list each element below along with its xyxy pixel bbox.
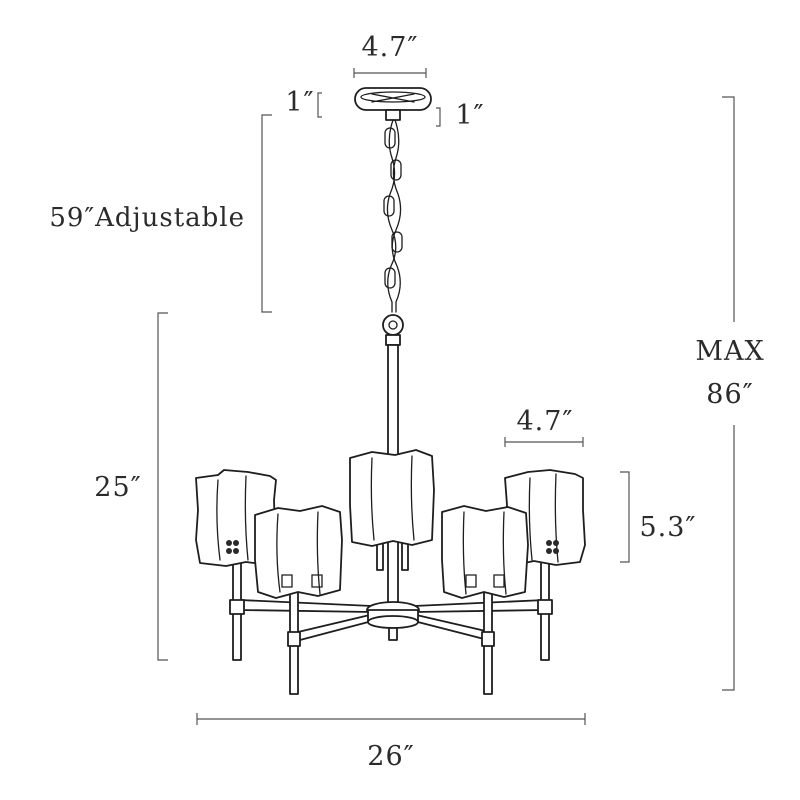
shade-center [349,449,435,547]
overall-width-dimension [196,713,586,725]
canopy-height-left-bracket [317,92,322,118]
canopy-width-label: 4.7″ [361,32,418,63]
shade-width-dimension [504,437,584,447]
ceiling-canopy [354,87,432,121]
shade-height-label: 5.3″ [639,512,696,543]
overall-width-label: 26″ [367,741,414,772]
canopy-width-dimension [353,68,427,78]
candle-rods [229,529,553,695]
shade-width-label: 4.7″ [516,406,573,437]
body-height-label: 25″ [94,472,141,503]
shade-height-bracket [620,471,630,563]
max-height-label-line2: 86″ [706,379,753,410]
chain-length-label: 59″Adjustable [49,203,245,233]
suspension-chain [383,119,403,313]
shade-right-front [441,505,529,599]
max-height-label-line1: MAX [695,336,764,367]
canopy-height-right-bracket [436,107,441,127]
chain-length-bracket [261,114,272,313]
max-height-bracket [722,96,735,691]
body-height-bracket [157,312,168,661]
shade-left-front [254,505,343,599]
chandelier-illustration [195,87,586,695]
canopy-height-right-label: 1″ [455,100,484,131]
center-hub [366,601,420,641]
canopy-height-left-label: 1″ [285,87,314,118]
